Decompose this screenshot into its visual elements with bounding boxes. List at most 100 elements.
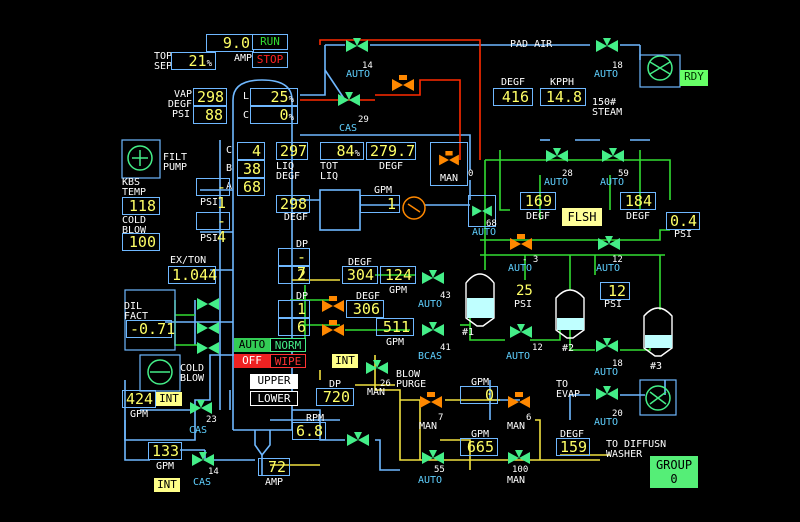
tot-liq-readout[interactable]: 84%	[320, 142, 364, 160]
liq-degf-readout[interactable]: 297	[276, 142, 308, 160]
purge-gpm-readout[interactable]: 0	[460, 386, 498, 404]
stop-button[interactable]: STOP	[252, 52, 288, 68]
heater-psi-readout[interactable]: 0.4	[666, 212, 700, 230]
dil-valve2-icon[interactable]	[195, 318, 221, 338]
pad-air-valve-icon[interactable]	[594, 36, 620, 56]
bottom-gpm-readout[interactable]: 133	[148, 442, 182, 460]
flash-v1-valve-icon[interactable]	[508, 322, 534, 342]
dil-valve3-icon[interactable]	[195, 338, 221, 358]
bottom-cas-mode[interactable]: CAS	[192, 477, 212, 488]
heater-degf1-readout[interactable]: 169	[520, 192, 556, 210]
dil-fact-readout[interactable]: -0.71	[126, 320, 175, 338]
top-sep-readout[interactable]: 21%	[171, 52, 216, 70]
column-amp-readout[interactable]: 72	[258, 458, 290, 476]
bcas-valve-icon[interactable]	[420, 320, 446, 340]
heater-top2-mode[interactable]: AUTO	[599, 177, 625, 188]
cold-blow-readout[interactable]: 100	[122, 233, 160, 251]
rpm-readout[interactable]: 6.8	[292, 422, 326, 440]
purge-man2-valve-icon[interactable]	[506, 392, 532, 412]
flash-v1-mode[interactable]: AUTO	[505, 351, 531, 362]
heater-mid1-valve-icon[interactable]	[508, 234, 534, 254]
control-valve-icon[interactable]	[344, 36, 370, 56]
purge-auto-mode[interactable]: AUTO	[417, 475, 443, 486]
valve-cas-mode[interactable]: CAS	[338, 123, 358, 134]
side-auto-mode[interactable]: AUTO	[417, 299, 443, 310]
steam-valve-icon[interactable]	[390, 75, 416, 95]
norm-button[interactable]: NORM	[270, 338, 306, 352]
blow-purge-mode[interactable]: MAN	[366, 387, 386, 398]
int-button-bottom[interactable]: INT	[154, 478, 180, 492]
column-degf-readout[interactable]: 298	[276, 195, 310, 213]
dp1-readout[interactable]: - 7	[278, 248, 310, 281]
vap-degf-readout[interactable]: 298	[193, 88, 227, 106]
heater-mid2-valve-icon[interactable]	[596, 234, 622, 254]
rpm-valve-icon[interactable]	[345, 430, 371, 450]
auto-button[interactable]: AUTO	[234, 338, 270, 352]
group-button[interactable]: GROUP 0	[650, 456, 698, 488]
int-button-cold[interactable]: INT	[156, 392, 182, 406]
column-c2-readout[interactable]: 4	[237, 142, 265, 160]
dil-valve-icon[interactable]	[195, 294, 221, 314]
heater-top1-mode[interactable]: AUTO	[543, 177, 569, 188]
psi1-readout[interactable]: - 1	[196, 178, 230, 211]
dp2-readout[interactable]: 2	[278, 266, 310, 284]
dp3-readout[interactable]: 1	[278, 300, 310, 318]
heater-valve-box[interactable]	[468, 195, 496, 227]
purge-gpm2-readout[interactable]: 665	[460, 438, 498, 456]
ex-ton-readout[interactable]: 1.044	[168, 266, 217, 284]
steam-kpph-readout[interactable]: 14.8	[540, 88, 586, 106]
purge-auto-valve-icon[interactable]	[420, 448, 446, 468]
heater-top2-valve-icon[interactable]	[600, 146, 626, 166]
column-c-readout[interactable]: 0%	[250, 106, 298, 124]
heater-degf2-readout[interactable]: 184	[620, 192, 656, 210]
evap-valve-icon[interactable]	[594, 384, 620, 404]
cold-cas-mode[interactable]: CAS	[188, 425, 208, 436]
heater-left-mode[interactable]: AUTO	[471, 227, 497, 238]
side-orange-valve-icon[interactable]	[320, 296, 346, 316]
blow-purge-valve-icon[interactable]	[364, 358, 390, 378]
evap-mode[interactable]: AUTO	[593, 417, 619, 428]
heater-mid2-mode[interactable]: AUTO	[595, 263, 621, 274]
side-gpm-readout[interactable]: 124	[380, 266, 416, 284]
bottom-cas-valve-icon[interactable]	[190, 450, 216, 470]
flash-psi2-readout[interactable]: 12	[600, 282, 630, 300]
purge-man2-mode[interactable]: MAN	[506, 421, 526, 432]
side-gpm2-readout[interactable]: 511	[376, 318, 414, 336]
side-degf-readout[interactable]: 304	[342, 266, 378, 284]
amp-readout[interactable]: 9.0	[206, 34, 254, 52]
liq-gpm-readout[interactable]: 1	[360, 195, 400, 213]
kbs-temp-readout[interactable]: 118	[122, 197, 160, 215]
pad-air-mode[interactable]: AUTO	[593, 69, 619, 80]
flash-v2-valve-icon[interactable]	[594, 336, 620, 356]
side-orange-valve2-icon[interactable]	[320, 320, 346, 340]
heater-top1-valve-icon[interactable]	[544, 146, 570, 166]
dp4-readout[interactable]: 6	[278, 318, 310, 336]
run-button[interactable]: RUN	[252, 34, 288, 50]
lower-button[interactable]: LOWER	[250, 391, 298, 406]
column-level-readout[interactable]: 25%	[250, 88, 298, 106]
vap-psi-readout[interactable]: 88	[193, 106, 227, 124]
cold-cas-valve-icon[interactable]	[188, 398, 214, 418]
cas-valve-icon[interactable]	[336, 90, 362, 110]
steam-degf-readout[interactable]: 416	[493, 88, 533, 106]
flsh-button[interactable]: FLSH	[562, 208, 602, 226]
liq-degf2-readout[interactable]: 279.7	[366, 142, 416, 160]
side-auto-valve-icon[interactable]	[420, 268, 446, 288]
off-button[interactable]: OFF	[234, 354, 270, 368]
bcas-mode[interactable]: BCAS	[417, 351, 443, 362]
column-b-readout[interactable]: 38	[237, 160, 265, 178]
psi2-readout[interactable]: - 4	[196, 212, 230, 245]
valve-auto1-mode[interactable]: AUTO	[345, 69, 371, 80]
column-a-readout[interactable]: 68	[237, 178, 265, 196]
purge-man1-mode[interactable]: MAN	[418, 421, 438, 432]
dp-bottom-readout[interactable]: 720	[316, 388, 354, 406]
wipe-button[interactable]: WIPE	[270, 354, 306, 368]
cold-blow2-readout[interactable]: 424	[122, 390, 156, 408]
man-valve-box[interactable]: MAN	[430, 142, 468, 186]
int-button-side[interactable]: INT	[332, 354, 358, 368]
flash-v2-mode[interactable]: AUTO	[593, 367, 619, 378]
purge-man1-valve-icon[interactable]	[418, 392, 444, 412]
side-degf2-readout[interactable]: 306	[346, 300, 384, 318]
purge-degf-readout[interactable]: 159	[556, 438, 590, 456]
purge-man3-valve-icon[interactable]	[506, 448, 532, 468]
